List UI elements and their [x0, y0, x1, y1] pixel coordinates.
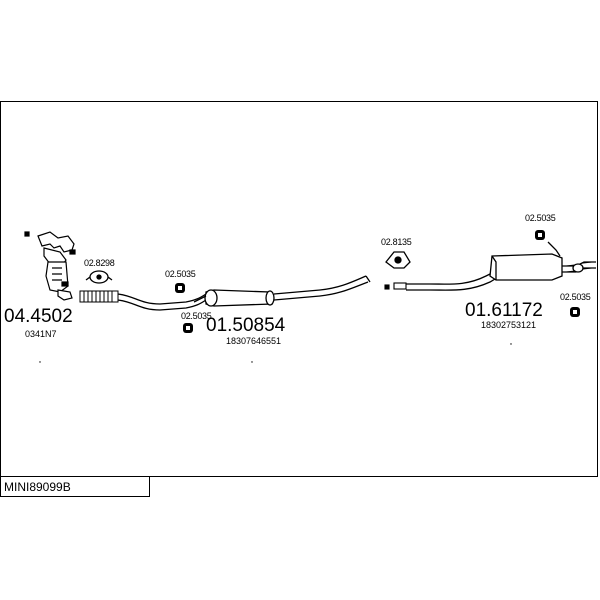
middle-silencer-part-number: 01.50854 [206, 315, 286, 336]
rear-silencer-icon [489, 241, 596, 281]
middle-pipe [273, 275, 371, 301]
middle-silencer-icon [193, 289, 275, 307]
rear-silencer-part-number: 01.61172 [465, 300, 543, 321]
catalyst-part-number: 04.4502 [4, 306, 73, 327]
middle-silencer-oem-number: 18307646551 [226, 336, 282, 346]
clamp-icon [85, 270, 113, 284]
hanger-d-part-number: 02.5035 [560, 292, 591, 302]
rear-silencer-oem-number: 18302753121 [481, 320, 537, 330]
hanger-a-part-number: 02.5035 [165, 269, 196, 279]
front-pipe [117, 293, 207, 311]
catalyst-manifold-icon [24, 231, 76, 301]
rubber-hanger-icon [535, 230, 580, 317]
hanger-b-part-number: 02.5035 [181, 311, 212, 321]
flex-pipe-icon [79, 290, 119, 303]
hanger-c-part-number: 02.5035 [525, 213, 556, 223]
rubber-hanger-icon [175, 283, 193, 333]
clamp-front-part-number: 02.8298 [84, 258, 115, 268]
catalyst-oem-number: 0341N7 [25, 329, 57, 339]
diagram-frame [0, 101, 598, 477]
clamp-bracket-icon [385, 251, 411, 269]
rear-pipe [406, 269, 501, 291]
joint-icon [384, 282, 407, 290]
kit-title: MINI89099B [0, 477, 150, 497]
reference-dots [39, 343, 512, 363]
clamp-mid-part-number: 02.8135 [381, 237, 412, 247]
